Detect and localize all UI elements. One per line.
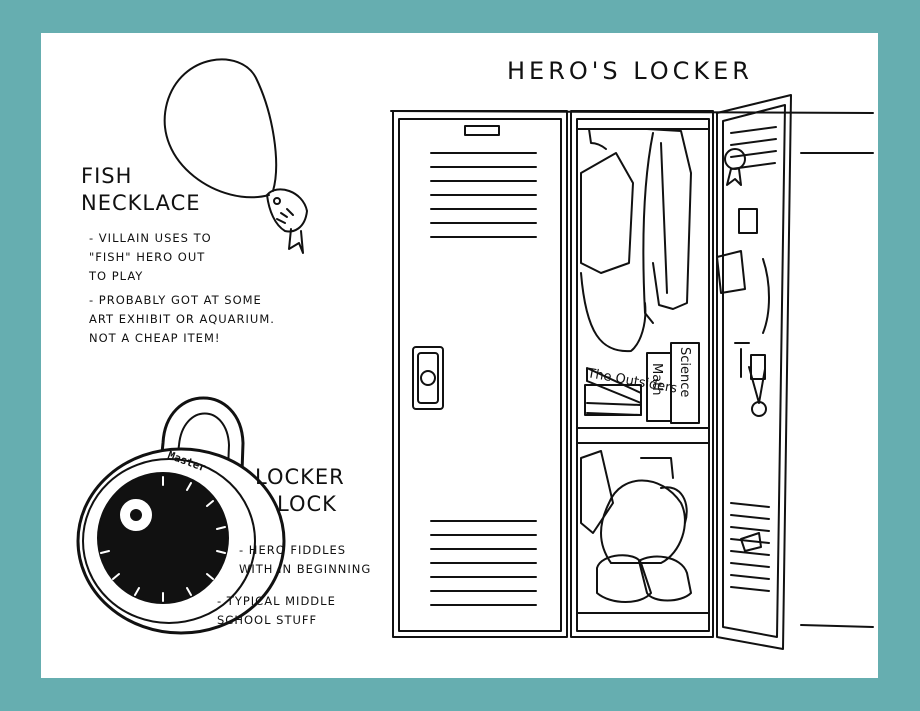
fish-heading-line-2: Necklace <box>81 191 201 215</box>
left-locker-handle-icon <box>412 346 444 410</box>
hanging-jacket <box>642 128 692 324</box>
locker-lock-heading: Locker Lock <box>255 464 345 518</box>
fish-heading-line-1: Fish <box>81 164 133 188</box>
lock-heading-line-1: Locker <box>255 465 345 489</box>
lock-note-1: - Hero fiddles with in beginning <box>239 541 389 579</box>
sneakers <box>596 554 692 603</box>
lock-note-2: - Typical middle school stuff <box>217 592 377 630</box>
lock-note-2-line-2: school stuff <box>217 613 318 627</box>
hanging-shirt <box>580 128 634 274</box>
combination-lock: Master <box>76 396 286 635</box>
bag <box>580 272 647 353</box>
left-locker <box>392 110 568 638</box>
math-book-label: Math <box>649 363 664 396</box>
fish-necklace <box>163 58 308 254</box>
pinned-photos <box>716 208 770 552</box>
fish-note-1: - Villain uses to "Fish" hero out to pla… <box>89 229 239 286</box>
lock-note-1-line-2: with in beginning <box>239 562 372 576</box>
middle-locker: Math Science The Outsiders <box>570 110 714 638</box>
left-locker-bottom-vents <box>430 520 537 606</box>
fish-necklace-heading: Fish Necklace <box>81 163 201 217</box>
fish-note-2-line-1: - Probably got at some <box>89 293 262 307</box>
sketch-sheet: Master <box>41 33 878 678</box>
fish-note-2-line-3: Not a cheap item! <box>89 331 221 345</box>
book-stack <box>584 342 700 424</box>
lock-heading-line-2: Lock <box>277 492 337 516</box>
fish-note-1-line-2: "Fish" hero out <box>89 250 206 264</box>
open-locker-door <box>716 94 792 650</box>
lock-note-2-line-1: - Typical middle <box>217 594 336 608</box>
fish-pendant-icon <box>266 188 308 254</box>
fish-note-1-line-1: - Villain uses to <box>89 231 212 245</box>
fish-note-2-line-2: art exhibit or aquarium. <box>89 312 275 326</box>
science-book-label: Science <box>677 347 692 397</box>
page-title: Hero's Locker <box>507 57 753 85</box>
backpack <box>580 450 688 564</box>
fish-note-1-line-3: to play <box>89 269 144 283</box>
fish-note-2: - Probably got at some art exhibit or aq… <box>89 291 309 348</box>
left-locker-top-vents <box>430 152 537 238</box>
lock-note-1-line-1: - Hero fiddles <box>239 543 347 557</box>
ribbon-badge-icon <box>724 148 746 186</box>
illustration: Master <box>76 58 874 650</box>
